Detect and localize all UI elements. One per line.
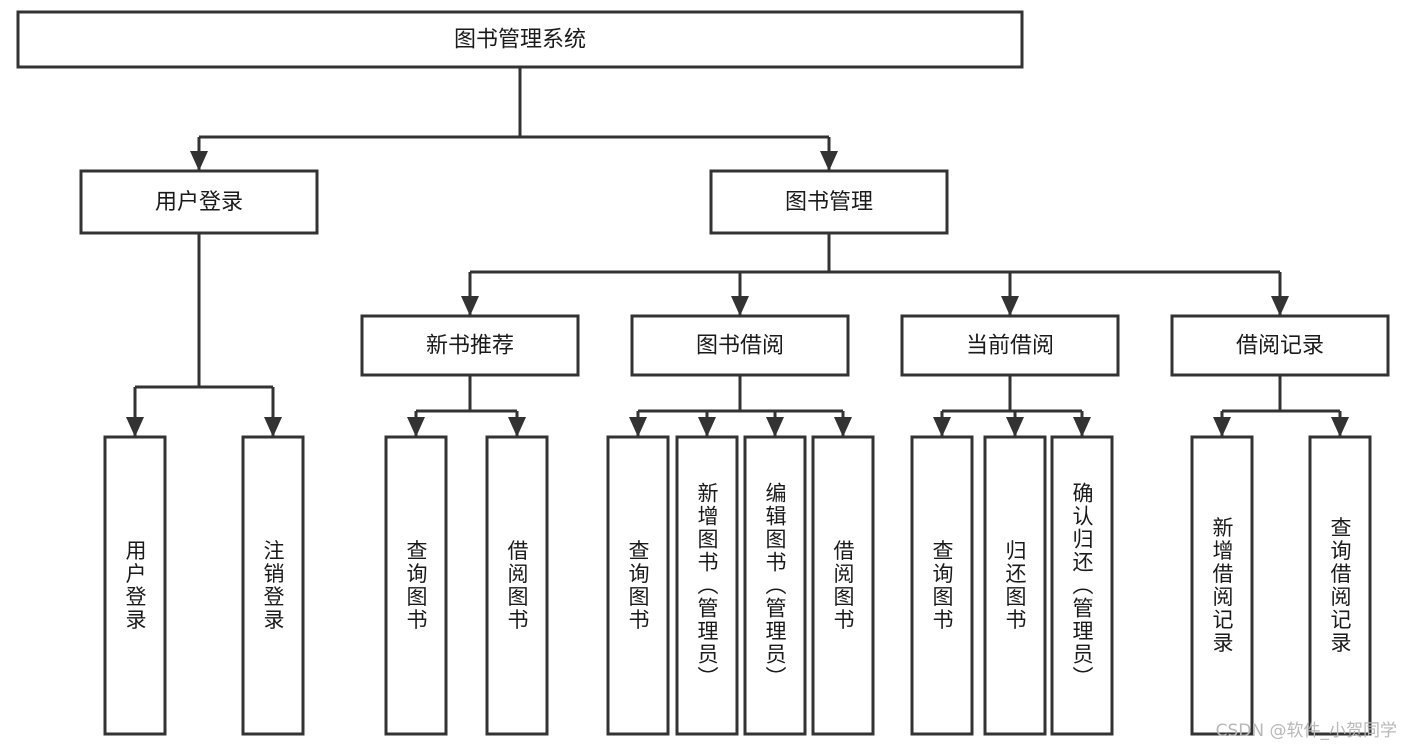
arrow-leaf-edit-book [766, 417, 784, 437]
node-level3[interactable]: 图书借阅 [630, 314, 850, 377]
arrow-user-login [190, 151, 208, 171]
node-label: 借阅图书 [505, 540, 529, 632]
arrow-book-borrow [731, 296, 749, 316]
node-box[interactable] [16, 10, 1024, 69]
arrow-leaf-query-book-2 [629, 417, 647, 437]
arrow-leaf-confirm-return [1073, 417, 1091, 437]
arrow-new-book-rec [461, 296, 479, 316]
node-label: 当前借阅 [966, 334, 1054, 359]
node-box[interactable] [743, 435, 807, 736]
node-label: 新书推荐 [426, 334, 514, 359]
arrow-leaf-query-record [1331, 417, 1349, 437]
node-leaf[interactable]: 注销登录 [241, 435, 305, 736]
node-label: 借阅记录 [1236, 334, 1324, 359]
node-label: 图书借阅 [696, 334, 784, 359]
node-label: 查询借阅记录 [1328, 517, 1352, 655]
node-label: 编辑图书（管理员） [763, 482, 787, 689]
node-box[interactable] [384, 435, 448, 736]
arrow-leaf-add-book [698, 417, 716, 437]
arrow-leaf-return-book [1006, 417, 1024, 437]
node-label: 确认归还（管理员） [1070, 482, 1094, 689]
node-leaf[interactable]: 查询图书 [910, 435, 974, 736]
node-level3[interactable]: 借阅记录 [1170, 314, 1390, 377]
arrow-borrow-record [1271, 296, 1289, 316]
node-label: 注销登录 [261, 540, 285, 632]
arrow-book-manage [820, 151, 838, 171]
node-label: 图书管理系统 [454, 28, 586, 53]
node-box[interactable] [1308, 435, 1372, 736]
node-label: 新增借阅记录 [1210, 517, 1234, 655]
arrow-leaf-query-book-1 [407, 417, 425, 437]
node-layer: 图书管理系统用户登录图书管理新书推荐图书借阅当前借阅借阅记录用户登录注销登录查询… [16, 10, 1390, 736]
node-level3[interactable]: 当前借阅 [900, 314, 1120, 377]
node-level2[interactable]: 图书管理 [709, 169, 949, 235]
node-root[interactable]: 图书管理系统 [16, 10, 1024, 69]
node-box[interactable] [485, 435, 549, 736]
node-leaf[interactable]: 借阅图书 [485, 435, 549, 736]
node-leaf[interactable]: 查询借阅记录 [1308, 435, 1372, 736]
node-leaf[interactable]: 查询图书 [384, 435, 448, 736]
node-box[interactable] [811, 435, 875, 736]
node-leaf[interactable]: 查询图书 [606, 435, 670, 736]
node-box[interactable] [900, 314, 1120, 377]
node-box[interactable] [910, 435, 974, 736]
node-box[interactable] [983, 435, 1047, 736]
arrow-leaf-query-book-3 [933, 417, 951, 437]
connector-layer [126, 67, 1349, 437]
node-box[interactable] [630, 314, 850, 377]
node-box[interactable] [360, 314, 580, 377]
node-box[interactable] [606, 435, 670, 736]
node-level3[interactable]: 新书推荐 [360, 314, 580, 377]
node-box[interactable] [1190, 435, 1254, 736]
node-level2[interactable]: 用户登录 [79, 169, 319, 235]
node-leaf[interactable]: 编辑图书（管理员） [743, 435, 807, 736]
node-label: 归还图书 [1003, 540, 1027, 632]
node-leaf[interactable]: 新增借阅记录 [1190, 435, 1254, 736]
node-leaf[interactable]: 新增图书（管理员） [675, 435, 739, 736]
arrow-leaf-borrow-book-1 [508, 417, 526, 437]
node-box[interactable] [675, 435, 739, 736]
arrow-leaf-user-logout [264, 417, 282, 437]
arrow-leaf-borrow-book-2 [834, 417, 852, 437]
node-label: 新增图书（管理员） [695, 482, 719, 689]
node-box[interactable] [1170, 314, 1390, 377]
node-leaf[interactable]: 借阅图书 [811, 435, 875, 736]
node-box[interactable] [103, 435, 167, 736]
node-box[interactable] [709, 169, 949, 235]
node-label: 查询图书 [930, 540, 954, 632]
node-box[interactable] [1050, 435, 1114, 736]
node-label: 查询图书 [404, 540, 428, 632]
arrow-current-borrow [1001, 296, 1019, 316]
node-label: 借阅图书 [831, 540, 855, 632]
node-leaf[interactable]: 归还图书 [983, 435, 1047, 736]
arrow-leaf-add-record [1213, 417, 1231, 437]
node-label: 用户登录 [155, 190, 243, 215]
node-leaf[interactable]: 确认归还（管理员） [1050, 435, 1114, 736]
arrow-leaf-user-login [126, 417, 144, 437]
node-label: 查询图书 [626, 540, 650, 632]
csdn-watermark: CSDN @软件_小贺同学 [1215, 721, 1397, 741]
node-box[interactable] [241, 435, 305, 736]
node-label: 用户登录 [123, 540, 147, 632]
node-leaf[interactable]: 用户登录 [103, 435, 167, 736]
node-label: 图书管理 [785, 190, 873, 215]
node-box[interactable] [79, 169, 319, 235]
